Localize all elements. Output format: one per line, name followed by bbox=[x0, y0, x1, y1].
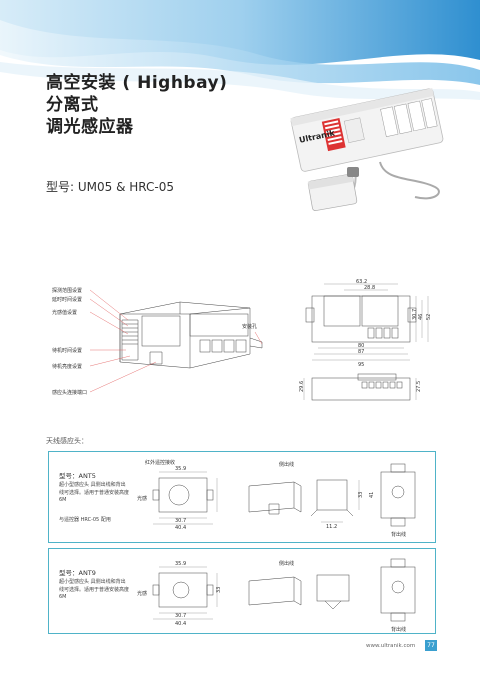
dim-30-7: 30.7 bbox=[412, 309, 418, 320]
ant9-dim-e: 33 bbox=[216, 587, 222, 593]
ant5-label-light: 光感 bbox=[137, 495, 147, 502]
title-line-1: 高空安装 ( Highbay) bbox=[46, 73, 228, 93]
dim-95: 95 bbox=[358, 362, 364, 368]
ant5-dim-e: 33 bbox=[358, 492, 364, 498]
dim-29-6: 29.6 bbox=[299, 381, 305, 392]
label-delay-time: 延时时间设置 bbox=[52, 296, 82, 303]
header-wave-banner bbox=[0, 0, 480, 140]
footer-url[interactable]: www.ultranik.com bbox=[366, 643, 416, 649]
model-number: 型号: UM05 & HRC-05 bbox=[46, 180, 174, 194]
dim-28-8: 28.8 bbox=[364, 285, 375, 291]
ant9-dim-b: 30.7 bbox=[175, 613, 186, 619]
ant5-drawings: 红外遥控接收 35.9 30.7 40.4 光感 侧出线 11.2 33 41 … bbox=[137, 459, 416, 538]
ant9-model: 型号：ANT9 bbox=[59, 569, 96, 577]
product-image: Ultranik bbox=[285, 72, 455, 222]
ant9-box: 型号：ANT9 超小型感应头 具侧出线和背出线可选择。适用于普通安装高度 6M … bbox=[48, 548, 436, 634]
section-title-antenna: 天线感应头： bbox=[46, 437, 88, 445]
dim-87: 87 bbox=[358, 349, 364, 355]
label-standby-dim: 待机亮度设置 bbox=[52, 363, 82, 370]
ant5-note: 与遥控器 HRC-05 配用 bbox=[59, 517, 111, 523]
dim-80: 80 bbox=[358, 343, 364, 349]
ant5-label-side: 侧出线 bbox=[279, 461, 294, 468]
ant9-label-side: 侧出线 bbox=[279, 560, 294, 567]
label-mount-hole: 安装孔 bbox=[242, 323, 257, 330]
ant5-desc: 超小型感应头 具侧出线和背出线可选择。适用于普通安装高度 6M bbox=[59, 482, 130, 503]
ant5-label-back: 背出线 bbox=[391, 531, 406, 538]
label-standby-time: 待机时间设置 bbox=[52, 347, 82, 354]
ant5-box: 型号：ANT5 超小型感应头 具侧出线和背出线可选择。适用于普通安装高度 6M … bbox=[48, 451, 436, 543]
label-daylight: 光感值设置 bbox=[52, 309, 77, 316]
title-line-2: 分离式 bbox=[46, 95, 99, 115]
dim-52: 52 bbox=[426, 314, 432, 320]
ant5-dim-f: 41 bbox=[369, 492, 375, 498]
page-number: 77 bbox=[425, 640, 437, 651]
ant9-dim-c: 40.4 bbox=[175, 621, 186, 627]
ant5-model: 型号：ANT5 bbox=[59, 472, 96, 480]
label-detection-range: 探测范围设置 bbox=[52, 287, 82, 294]
ant9-desc: 超小型感应头 具侧出线和背出线可选择。适用于普通安装高度 6M bbox=[59, 579, 130, 600]
ant9-label-back: 背出线 bbox=[391, 626, 406, 633]
title-block: 高空安装 ( Highbay) 分离式 调光感应器 bbox=[46, 72, 227, 138]
ant9-drawings: 35.9 30.7 40.4 光感 33 侧出线 背出线 bbox=[137, 558, 416, 633]
ant5-label-ir: 红外遥控接收 bbox=[145, 459, 175, 466]
ant9-label-light: 光感 bbox=[137, 590, 147, 597]
label-sensor-port: 感应头连接端口 bbox=[52, 389, 87, 396]
ant5-dim-b: 30.7 bbox=[175, 518, 186, 524]
dim-46: 46 bbox=[418, 314, 424, 320]
ant9-dim-a: 35.9 bbox=[175, 561, 186, 567]
assembly-drawing: 探测范围设置 延时时间设置 光感值设置 待机时间设置 待机亮度设置 感应头连接端… bbox=[50, 284, 280, 414]
dim-27-5: 27.5 bbox=[416, 381, 422, 392]
ant5-dim-a: 35.9 bbox=[175, 466, 186, 472]
title-line-3: 调光感应器 bbox=[46, 117, 134, 137]
ant5-dim-c: 40.4 bbox=[175, 525, 186, 531]
dimension-drawing: 63.2 28.8 80 87 95 30.7 46 52 29.6 27.5 bbox=[298, 278, 438, 418]
ant5-dim-d: 11.2 bbox=[326, 524, 337, 530]
dim-63-2: 63.2 bbox=[356, 279, 367, 285]
